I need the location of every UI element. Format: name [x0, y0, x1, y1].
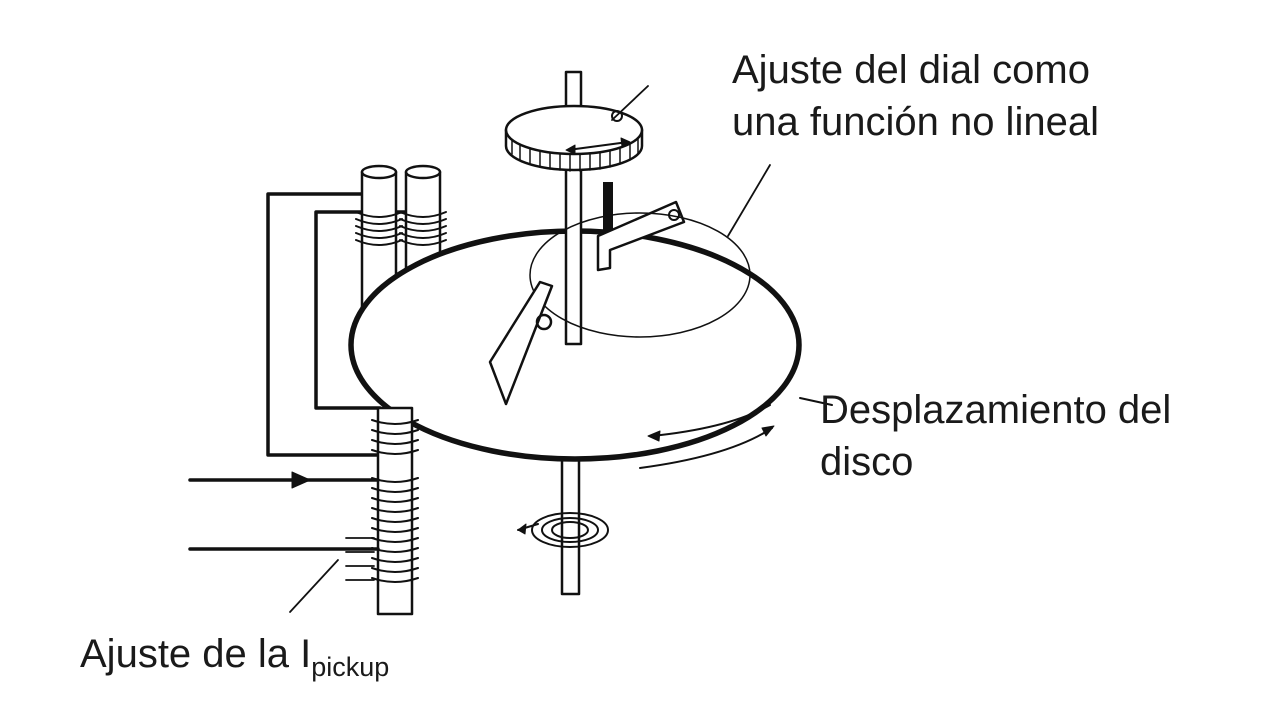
time-dial — [504, 85, 649, 172]
pickup-label: Ajuste de la Ipickup — [80, 628, 389, 693]
dial-label: Ajuste del dial como una función no line… — [732, 44, 1099, 148]
fixed-contact-plate — [488, 280, 554, 406]
fixed-contact-pin — [535, 313, 553, 331]
dial-stop-block — [603, 182, 613, 232]
contact-pointer-line — [727, 164, 771, 237]
magnet-pole-left-top — [360, 164, 398, 180]
dial-label-line2: una función no lineal — [732, 100, 1099, 144]
spiral-spring — [531, 512, 609, 548]
dial-pointer-line — [611, 85, 649, 121]
contact-arm-body — [596, 200, 686, 272]
pickup-label-main: Ajuste de la I — [80, 632, 312, 676]
pickup-label-subscript: pickup — [311, 652, 390, 682]
outer-wire-loop — [266, 192, 382, 457]
disc-pointer-line — [799, 397, 833, 406]
disk-label-line2: disco — [820, 440, 914, 484]
coil-taps — [345, 537, 375, 581]
contact-travel-arc — [529, 212, 751, 338]
rotation-arc-1 — [651, 404, 771, 437]
tap-pointer-line — [289, 559, 339, 613]
dial-screw — [611, 110, 623, 122]
coil-windings — [371, 419, 419, 583]
disk-label: Desplazamiento del disco — [820, 384, 1171, 488]
lower-coil — [289, 406, 419, 616]
input-leads — [188, 478, 380, 551]
magnet-pole-right-top — [404, 164, 442, 180]
current-arrow — [291, 471, 311, 489]
dial-double-arrow — [567, 141, 629, 151]
fixed-contact — [488, 280, 554, 406]
contact-arm — [529, 164, 771, 338]
lower-shaft — [517, 450, 609, 596]
disc-rotation-arrows — [639, 397, 833, 469]
disk-label-line1: Desplazamiento del — [820, 388, 1172, 432]
dial-label-line1: Ajuste del dial como — [732, 48, 1090, 92]
rotation-arc-2 — [639, 427, 773, 469]
magnet-coil-windings — [355, 211, 447, 246]
